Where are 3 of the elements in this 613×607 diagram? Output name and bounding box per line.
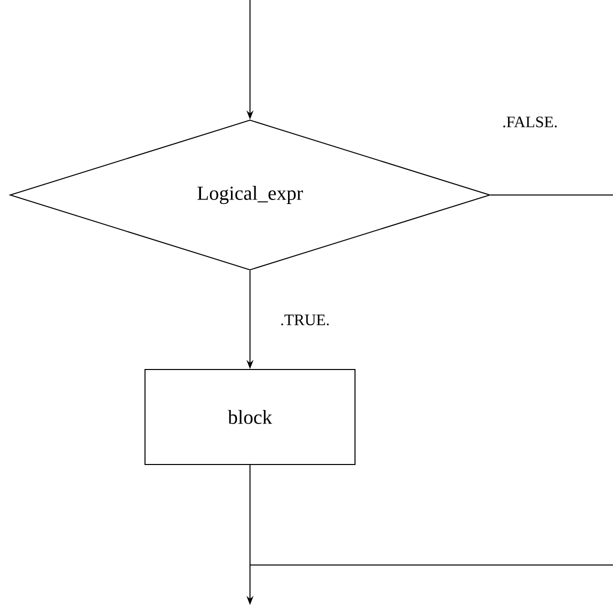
edge-label: .FALSE. (501, 116, 559, 128)
edge-label: .TRUE. (279, 314, 331, 326)
process-box: block (144, 369, 356, 465)
